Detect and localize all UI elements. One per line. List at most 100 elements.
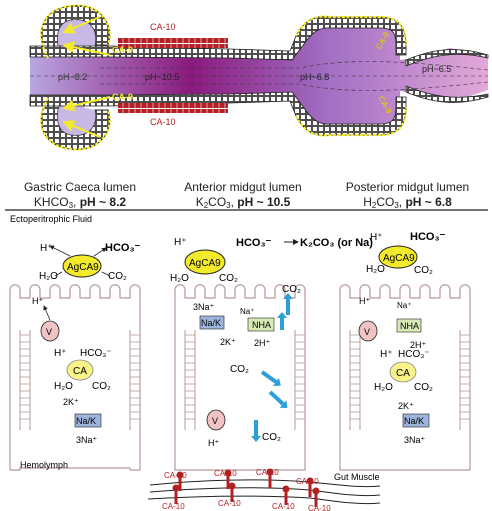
svg-text:HCO₃⁻: HCO₃⁻ xyxy=(410,231,446,243)
svg-text:AgCA9: AgCA9 xyxy=(67,262,99,273)
ca10-label-upper: CA-10 xyxy=(150,22,176,32)
co2-arrow-head xyxy=(251,436,261,442)
ca10-marker xyxy=(226,473,230,489)
ca10-marker xyxy=(314,491,318,507)
svg-text:H⁺: H⁺ xyxy=(174,237,187,248)
ca10-label: CA-10 xyxy=(218,499,241,508)
gut-schematic: CA-10 CA-10 CA-9 CA-9 CA-9 CA-9 pH~8.2 p… xyxy=(29,4,489,151)
svg-text:AgCA9: AgCA9 xyxy=(383,253,415,264)
nha-antiporter-right xyxy=(396,318,422,333)
svg-text:3Na⁺: 3Na⁺ xyxy=(193,302,215,312)
ca10-bead xyxy=(228,482,236,490)
ca10-label: CA-10 xyxy=(272,502,295,511)
svg-text:3Na⁺: 3Na⁺ xyxy=(76,435,98,445)
svg-text:3Na⁺: 3Na⁺ xyxy=(404,435,426,445)
svg-text:AgCA9: AgCA9 xyxy=(189,258,221,269)
ca-enzyme-right xyxy=(389,361,417,383)
ca10-label: CA-10 xyxy=(308,504,331,511)
svg-text:H⁺: H⁺ xyxy=(370,232,383,243)
header-title: Posterior midgut lumen xyxy=(345,180,470,194)
gut-lumen xyxy=(30,23,488,129)
svg-text:H⁺: H⁺ xyxy=(208,438,219,448)
svg-text:NHA: NHA xyxy=(252,320,271,330)
ectoperitrophic-label: Ectoperitrophic Fluid xyxy=(10,214,92,224)
svg-text:H₂O: H₂O xyxy=(170,273,189,284)
nak-pump-middle xyxy=(199,315,225,330)
svg-text:K₂CO₃ (or Na): K₂CO₃ (or Na) xyxy=(300,237,373,249)
header-title: Gastric Caeca lumen xyxy=(23,180,137,194)
svg-text:Na/K: Na/K xyxy=(201,318,221,328)
agca9-enzyme-middle xyxy=(184,249,226,275)
ca10-bead xyxy=(312,487,320,495)
header-title: Anterior midgut lumen xyxy=(184,180,302,194)
svg-text:CA: CA xyxy=(396,368,410,379)
header-gastric-caeca: Gastric Caeca lumen KHCO3, pH ~ 8.2 xyxy=(5,180,155,213)
ca10-bar-upper xyxy=(118,38,228,43)
ca10-marker xyxy=(230,486,234,502)
header-chem: KHCO3, pH ~ 8.2 xyxy=(33,195,127,210)
header-chem: K2CO3, pH ~ 10.5 xyxy=(195,195,291,210)
ph-label-anterior: pH~10.5 xyxy=(145,72,179,82)
co2-arrow-head xyxy=(273,377,281,387)
svg-text:H₂O: H₂O xyxy=(39,271,58,282)
svg-text:Na/K: Na/K xyxy=(404,416,424,426)
ca10-bead xyxy=(266,468,274,476)
hemolymph-label: Hemolymph xyxy=(20,460,68,470)
ca10-bar-lower xyxy=(118,103,228,108)
ca-enzyme-left xyxy=(66,359,94,381)
svg-text:CO₂: CO₂ xyxy=(414,382,433,393)
co2-arrow-head xyxy=(279,400,288,409)
svg-text:CA: CA xyxy=(73,366,87,377)
svg-text:2K⁺: 2K⁺ xyxy=(220,337,236,347)
header-posterior-midgut: Posterior midgut lumen H2CO3, pH ~ 6.8 xyxy=(330,180,485,213)
svg-text:V: V xyxy=(364,327,370,337)
svg-text:H₂O: H₂O xyxy=(366,264,385,275)
panel-posterior-midgut: H⁺ HCO₃⁻ AgCA9 H₂O CO₂ V H⁺ Na⁺ NHA 2H⁺ … xyxy=(358,231,446,445)
v-atpase-middle xyxy=(206,409,226,431)
svg-text:HCO₃⁻: HCO₃⁻ xyxy=(398,349,430,360)
ca10-label: CA-10 xyxy=(164,471,187,480)
svg-text:CO₂: CO₂ xyxy=(230,364,249,375)
ca10-marker xyxy=(268,472,272,488)
svg-text:H⁺: H⁺ xyxy=(32,296,43,306)
svg-text:HCO₃⁻: HCO₃⁻ xyxy=(236,237,272,249)
ca10-marker xyxy=(284,489,288,505)
ca10-marker xyxy=(174,488,178,504)
posterior-bulge xyxy=(405,49,489,67)
svg-text:CO₂: CO₂ xyxy=(219,273,238,284)
header-chem: H2CO3, pH ~ 6.8 xyxy=(363,195,452,210)
ca10-marker xyxy=(178,475,182,491)
co2-diffusion-arrows xyxy=(251,293,293,442)
ca10-label: CA-10 xyxy=(162,502,185,511)
ph-label-caeca: pH~8.2 xyxy=(58,72,87,82)
ca9-label-1: CA-9 xyxy=(112,45,133,55)
svg-text:2H⁺: 2H⁺ xyxy=(254,338,271,348)
agca9-enzyme-right xyxy=(378,245,418,269)
nha-antiporter-middle xyxy=(247,317,275,332)
ca10-bead xyxy=(306,477,314,485)
ph-label-hindgut: pH~6.5 xyxy=(422,64,451,74)
co2-arrow xyxy=(260,370,278,384)
svg-text:Na⁺: Na⁺ xyxy=(397,301,411,310)
agca9-enzyme-left xyxy=(62,254,102,278)
ca10-bead xyxy=(282,485,290,493)
svg-text:CO₂: CO₂ xyxy=(108,271,127,282)
svg-text:CO₂: CO₂ xyxy=(282,284,301,295)
cell-junctions xyxy=(19,330,471,430)
svg-text:H₂O: H₂O xyxy=(54,381,73,392)
gut-muscle: Gut Muscle xyxy=(147,472,381,505)
svg-text:Na/K: Na/K xyxy=(76,416,96,426)
svg-text:H⁺: H⁺ xyxy=(40,243,53,254)
svg-text:CO₂: CO₂ xyxy=(414,265,433,276)
co2-arrow-head xyxy=(277,312,287,318)
co2-arrow-head xyxy=(283,293,293,299)
svg-text:2K⁺: 2K⁺ xyxy=(398,401,414,411)
svg-text:2H⁺: 2H⁺ xyxy=(410,340,427,350)
svg-text:2K⁺: 2K⁺ xyxy=(63,397,79,407)
posterior-bulge-lower xyxy=(405,85,489,103)
svg-text:Na⁺: Na⁺ xyxy=(240,307,254,316)
svg-text:CO₂: CO₂ xyxy=(92,381,111,392)
svg-text:H⁺: H⁺ xyxy=(380,349,393,360)
svg-text:HCO₃⁻: HCO₃⁻ xyxy=(105,242,141,254)
